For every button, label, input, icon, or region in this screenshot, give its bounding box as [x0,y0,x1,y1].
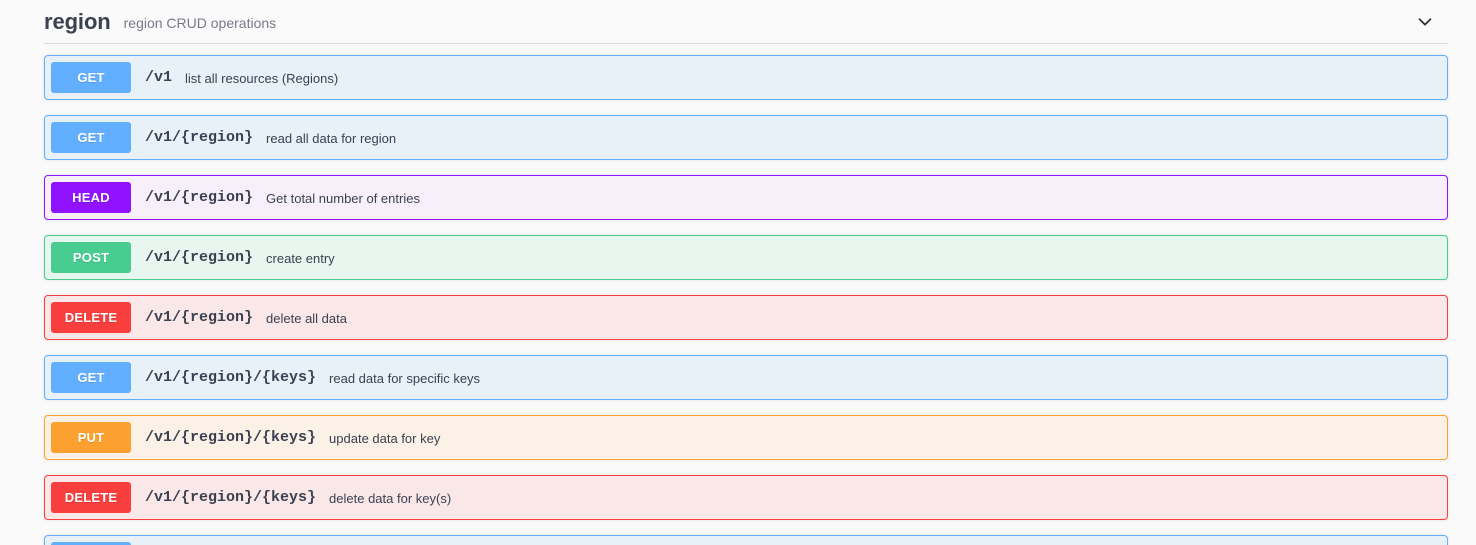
operation-row[interactable]: PUT/v1/{region}/{keys} update data for ke… [44,415,1448,460]
tag-section-header-region[interactable]: region region CRUD operations [44,0,1448,44]
tag-collapse-button[interactable] [1408,5,1442,39]
http-method-badge: POST [51,242,131,273]
operation-path: /v1/{region} [145,249,254,266]
operation-summary: Get total number of entries [266,190,420,206]
operation-row[interactable]: GET [44,535,1448,545]
http-method-badge: DELETE [51,302,131,333]
operation-summary: create entry [266,250,335,266]
operation-path: /v1/{region} [145,129,254,146]
operation-summary: read data for specific keys [329,370,481,386]
http-method-badge: HEAD [51,182,131,213]
operation-path: /v1/{region} [145,189,254,206]
operation-row[interactable]: DELETE/v1/{region} delete all data [44,295,1448,340]
http-method-badge: DELETE [51,482,131,513]
http-method-badge: GET [51,542,131,545]
operation-row[interactable]: POST/v1/{region} create entry [44,235,1448,280]
http-method-badge: GET [51,122,131,153]
http-method-badge: GET [51,62,131,93]
operation-row[interactable]: GET/v1/{region}/{keys} read data for spec… [44,355,1448,400]
operation-path: /v1 [145,69,173,86]
http-method-badge: GET [51,362,131,393]
operation-summary: list all resources (Regions) [185,70,339,86]
operation-summary: update data for key [329,430,441,446]
tag-title: region [44,8,111,34]
operation-row[interactable]: DELETE/v1/{region}/{keys} delete data for… [44,475,1448,520]
operation-row[interactable]: HEAD/v1/{region} Get total number of entr… [44,175,1448,220]
tag-description: region CRUD operations [123,14,277,31]
http-method-badge: PUT [51,422,131,453]
operation-path: /v1/{region} [145,309,254,326]
operation-summary: delete data for key(s) [329,490,452,506]
operation-row[interactable]: GET/v1 list all resources (Regions) [44,55,1448,100]
operation-path: /v1/{region}/{keys} [145,429,317,446]
operation-path: /v1/{region}/{keys} [145,369,317,386]
operation-summary: read all data for region [266,130,397,146]
operation-path: /v1/{region}/{keys} [145,489,317,506]
operation-summary: delete all data [266,310,347,326]
operation-row[interactable]: GET/v1/{region} read all data for region [44,115,1448,160]
chevron-down-icon [1415,12,1435,32]
